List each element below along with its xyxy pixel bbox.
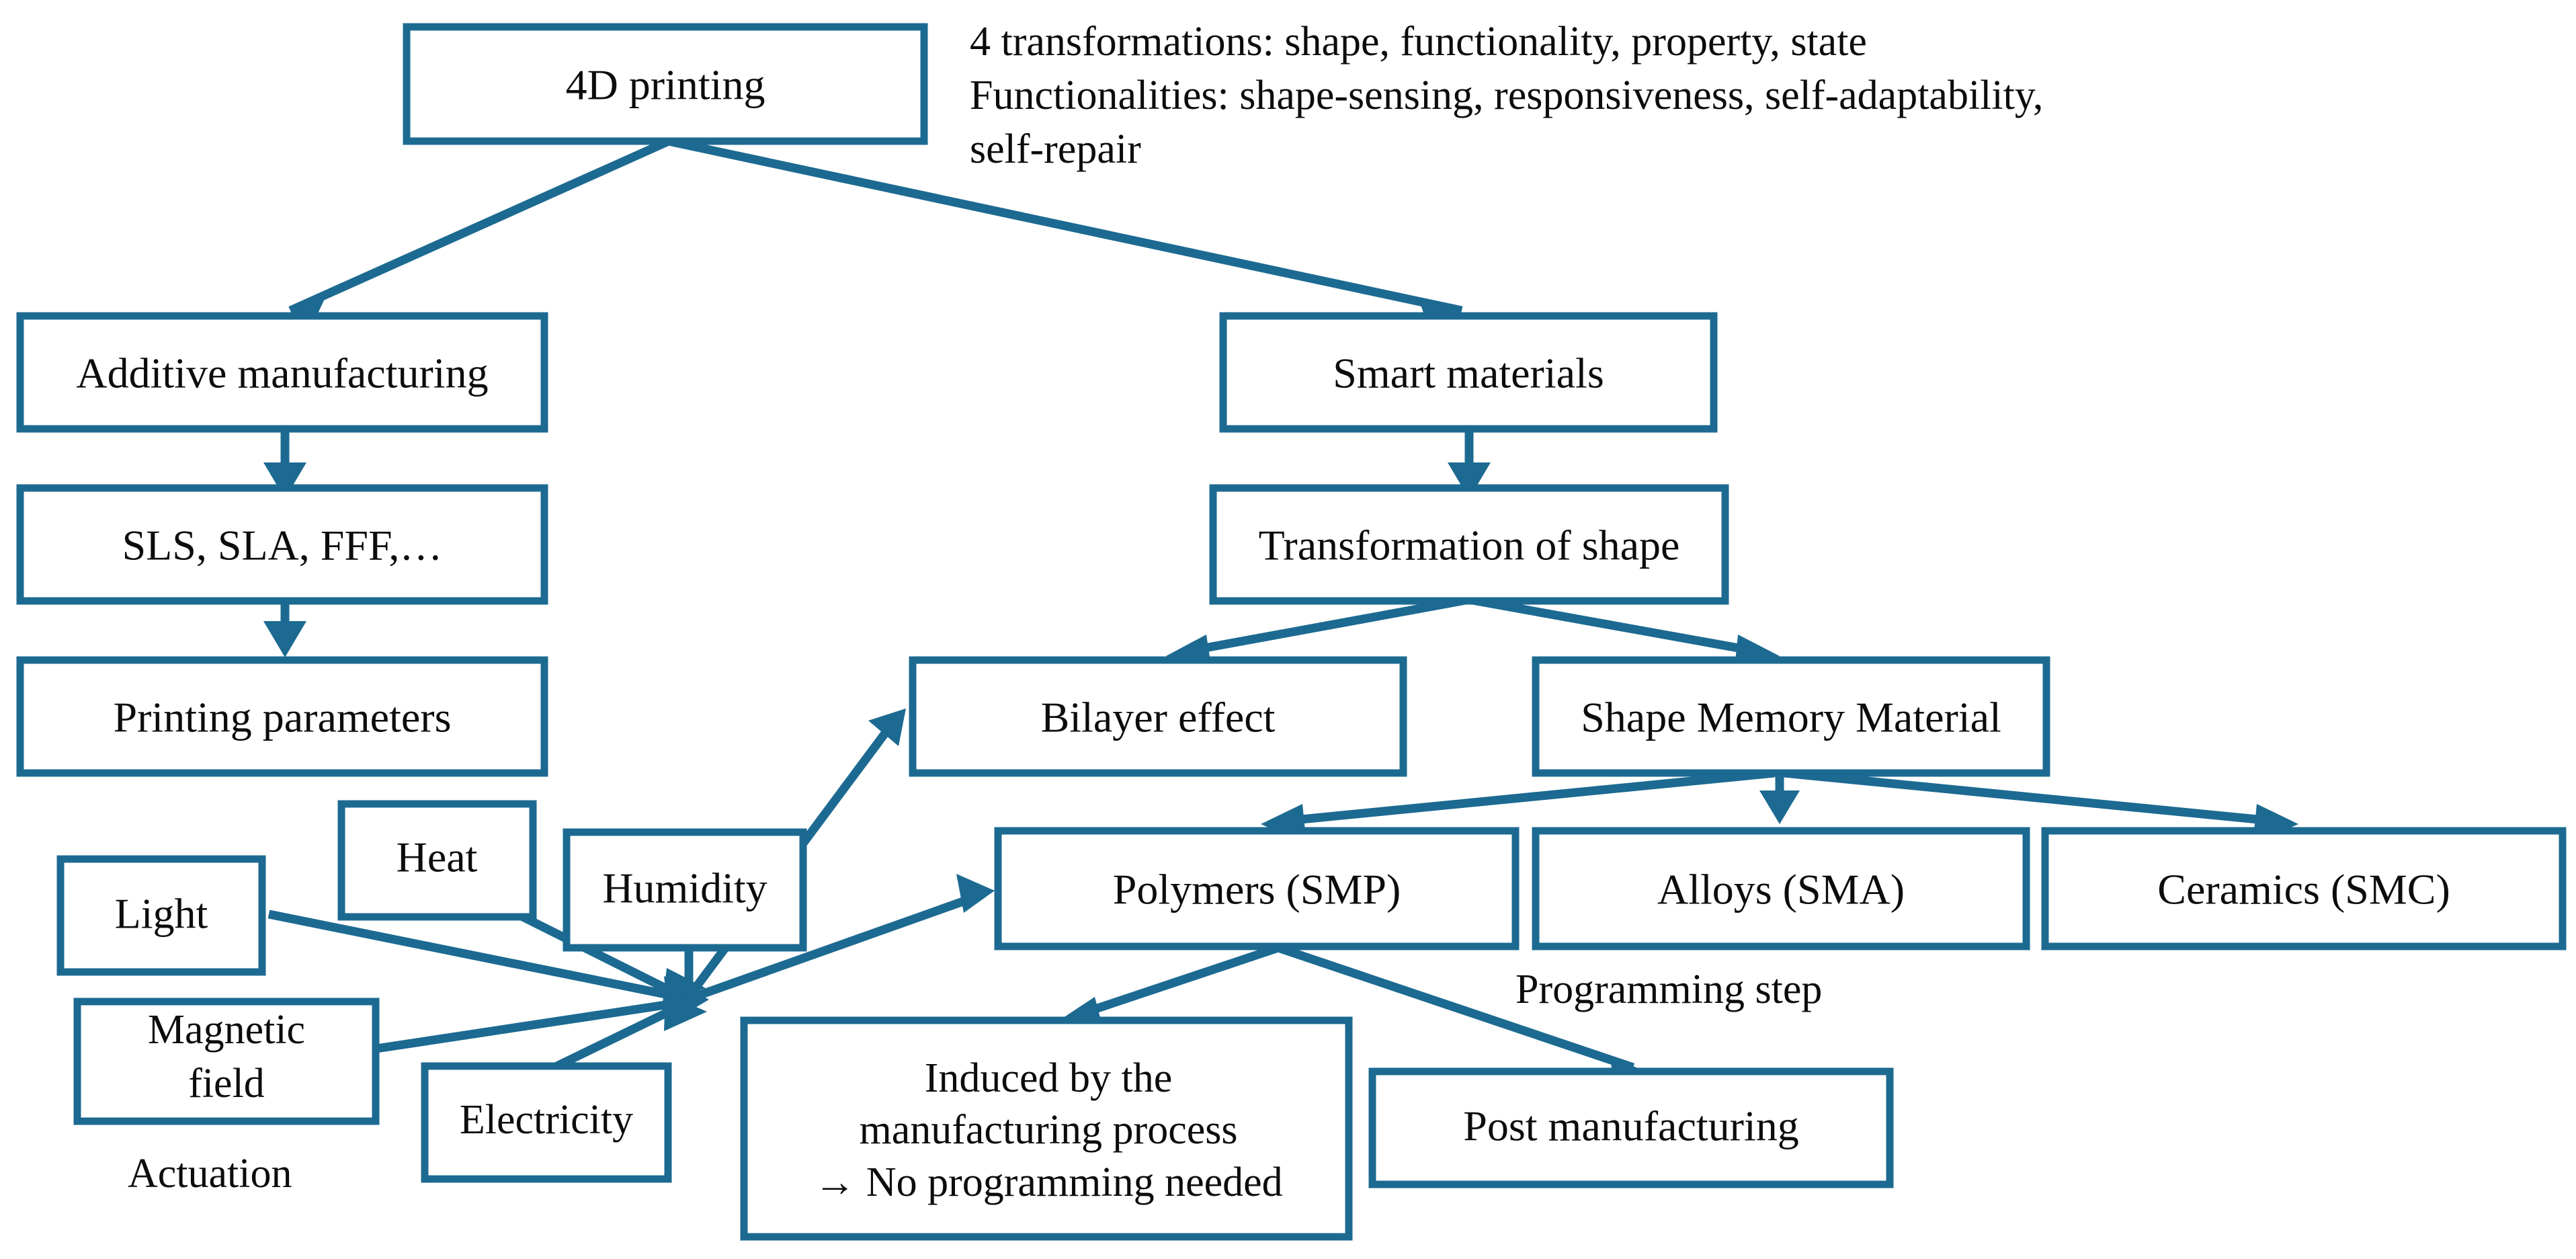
node-bilayer-effect[interactable]: Bilayer effect — [909, 656, 1407, 777]
node-polymers-smp[interactable]: Polymers (SMP) — [994, 827, 1520, 950]
node-post-manufacturing-label: Post manufacturing — [1463, 1102, 1798, 1150]
node-ceramics-smc-label: Ceramics (SMC) — [2157, 866, 2450, 913]
node-smart-materials[interactable]: Smart materials — [1219, 312, 1718, 433]
edge-processes-to-printing-parameters — [263, 600, 306, 657]
node-light[interactable]: Light — [56, 855, 266, 976]
node-4d-printing-label: 4D printing — [566, 61, 765, 109]
edge-additive-to-processes — [263, 428, 306, 499]
node-shape-memory-material-label: Shape Memory Material — [1581, 694, 2001, 741]
node-4d-printing[interactable]: 4D printing — [403, 23, 928, 145]
node-printing-parameters-label: Printing parameters — [114, 694, 452, 741]
node-humidity-label: Humidity — [602, 864, 767, 912]
node-transformation-of-shape-label: Transformation of shape — [1259, 522, 1680, 569]
node-humidity[interactable]: Humidity — [563, 828, 807, 952]
node-induced-label-line3: → No programming needed — [814, 1160, 1282, 1205]
edge-root-to-additive-manufacturing — [288, 137, 671, 335]
edge-smm-to-alloys — [1759, 773, 1800, 824]
node-magnetic-field-label-line2: field — [188, 1061, 265, 1106]
node-heat-label: Heat — [397, 834, 478, 881]
edge-magnetic-field-to-hub — [376, 998, 679, 1053]
annotation-transformations: 4 transformations: shape, functionality,… — [970, 19, 1867, 65]
node-smart-materials-label: Smart materials — [1333, 350, 1604, 397]
node-additive-manufacturing[interactable]: Additive manufacturing — [16, 312, 548, 433]
label-programming-step: Programming step — [1515, 967, 1822, 1012]
node-post-manufacturing[interactable]: Post manufacturing — [1368, 1067, 1894, 1188]
node-transformation-of-shape[interactable]: Transformation of shape — [1209, 484, 1729, 605]
node-electricity-label: Electricity — [460, 1097, 633, 1143]
node-bilayer-effect-label: Bilayer effect — [1041, 694, 1276, 741]
node-polymers-smp-label: Polymers (SMP) — [1113, 866, 1401, 913]
node-alloys-sma-label: Alloys (SMA) — [1657, 866, 1905, 913]
hub-arrowheads — [663, 968, 709, 1031]
node-magnetic-field[interactable]: Magnetic field — [73, 998, 380, 1125]
label-actuation: Actuation — [128, 1151, 292, 1196]
node-electricity[interactable]: Electricity — [421, 1062, 672, 1183]
node-processes-label: SLS, SLA, FFF,… — [122, 522, 443, 569]
edge-light-to-hub — [267, 909, 680, 1002]
node-induced-by-manufacturing[interactable]: Induced by the manufacturing process → N… — [740, 1016, 1353, 1241]
node-magnetic-field-label-line1: Magnetic — [148, 1007, 305, 1053]
node-alloys-sma[interactable]: Alloys (SMA) — [1532, 827, 2030, 950]
edge-smart-materials-to-transformation — [1448, 428, 1491, 499]
edge-hub-to-polymers — [685, 874, 995, 1004]
node-light-label: Light — [115, 890, 208, 938]
node-ceramics-smc[interactable]: Ceramics (SMC) — [2041, 827, 2567, 950]
annotation-functionalities-line1: Functionalities: shape-sensing, responsi… — [970, 73, 2043, 118]
node-additive-manufacturing-label: Additive manufacturing — [76, 350, 488, 397]
annotation-functionalities-line2: self-repair — [970, 126, 1141, 172]
node-shape-memory-material[interactable]: Shape Memory Material — [1532, 656, 2050, 777]
node-processes[interactable]: SLS, SLA, FFF,… — [16, 484, 548, 605]
node-induced-label-line1: Induced by the — [925, 1055, 1172, 1101]
node-heat[interactable]: Heat — [337, 800, 537, 921]
node-printing-parameters[interactable]: Printing parameters — [16, 656, 548, 777]
node-induced-label-line2: manufacturing process — [860, 1107, 1238, 1153]
